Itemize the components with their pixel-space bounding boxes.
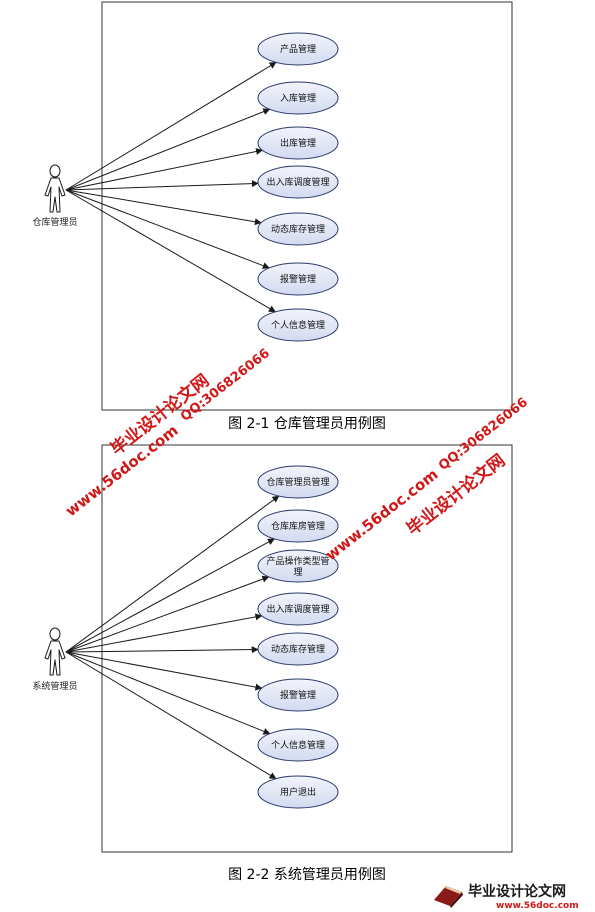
use-case-label: 报警管理	[280, 689, 316, 701]
use-case-ellipse	[257, 592, 339, 626]
use-case-ellipse	[257, 212, 339, 246]
use-case-label: 报警管理	[280, 273, 316, 285]
use-case-ellipse	[257, 465, 339, 499]
association-line	[65, 646, 259, 654]
association-line	[65, 538, 275, 653]
diagram-1: 仓库管理员 产品管理入库管理出库管理出入库调度管理动态库存管理报警管理个人信息管…	[32, 1, 513, 432]
actor-head	[49, 627, 61, 641]
use-case-ellipse	[257, 81, 339, 115]
association-line	[65, 651, 277, 780]
use-cases-2: 仓库管理员管理仓库库房管理产品操作类型管理出入库调度管理动态库存管理报警管理个人…	[257, 465, 339, 809]
use-case-label: 出库管理	[280, 137, 316, 149]
association-line	[65, 61, 277, 191]
use-case-ellipse	[257, 165, 339, 199]
use-case-ellipse	[257, 308, 339, 342]
actor-label-1: 仓库管理员	[32, 216, 77, 228]
use-case-ellipse	[257, 549, 339, 583]
footer-brand: 毕业设计论文网	[468, 883, 566, 900]
association-line	[65, 108, 271, 191]
use-case-ellipse	[257, 775, 339, 809]
association-line	[65, 180, 259, 191]
use-case-ellipse	[257, 728, 339, 762]
association-lines-1	[65, 61, 277, 313]
use-case-label: 仓库管理员管理	[266, 476, 329, 488]
use-case-label: 个人信息管理	[271, 319, 325, 331]
diagram-2: 系统管理员 仓库管理员管理仓库库房管理产品操作类型管理出入库调度管理动态库存管理…	[32, 444, 513, 883]
use-case-label: 出入库调度管理	[266, 603, 329, 615]
association-line	[65, 189, 262, 226]
book-icon	[434, 886, 463, 908]
actor-body	[44, 177, 66, 213]
use-case-ellipse	[257, 262, 339, 296]
association-line	[65, 189, 276, 313]
association-line	[65, 651, 263, 691]
actor-label-2: 系统管理员	[32, 680, 77, 692]
actor-body	[44, 640, 66, 676]
association-line	[65, 575, 270, 653]
association-line	[65, 495, 280, 653]
use-case-ellipse	[257, 32, 339, 66]
use-case-label: 用户退出	[280, 786, 316, 798]
actor-figure-2	[44, 627, 66, 676]
use-case-label: 产品操作类型管理	[266, 555, 329, 578]
association-lines-2	[65, 495, 280, 780]
use-case-ellipse	[257, 509, 339, 543]
association-line	[65, 148, 264, 191]
use-case-label: 动态库存管理	[271, 223, 325, 235]
association-line	[65, 651, 271, 735]
footer-site: www.56doc.com	[496, 901, 579, 910]
use-case-ellipse	[257, 678, 339, 712]
use-case-label: 入库管理	[280, 92, 316, 104]
use-case-label: 个人信息管理	[271, 739, 325, 751]
use-case-label: 动态库存管理	[271, 643, 325, 655]
footer-logo: 毕业设计论文网 www.56doc.com	[434, 883, 579, 910]
system-boundary-1	[101, 1, 513, 411]
system-boundary-2	[101, 444, 513, 853]
use-case-ellipse	[257, 126, 339, 160]
actor-head	[49, 164, 61, 178]
use-case-label: 产品管理	[280, 43, 316, 55]
caption-2: 图 2-2 系统管理员用例图	[228, 867, 386, 883]
association-line	[65, 613, 263, 653]
association-line	[65, 189, 270, 269]
use-case-label: 仓库库房管理	[271, 520, 325, 532]
actor-figure-1	[44, 164, 66, 213]
use-case-ellipse	[257, 632, 339, 666]
caption-1: 图 2-1 仓库管理员用例图	[228, 416, 386, 432]
use-case-label: 出入库调度管理	[266, 176, 329, 188]
